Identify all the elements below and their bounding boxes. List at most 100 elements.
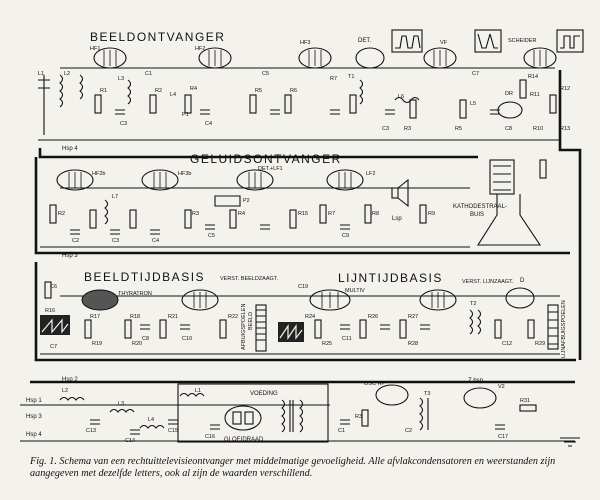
title-beeldtijdbasis: BEELDTIJDBASIS [84, 270, 205, 284]
svg-text:C5: C5 [262, 71, 269, 77]
svg-text:R4: R4 [238, 211, 245, 217]
title-lijntijdbasis: LIJNTIJDBASIS [338, 271, 443, 285]
busbars [20, 67, 575, 442]
tubes-row-2: HF2b HF3b DET.+LF1 LF2 [56, 166, 375, 191]
component-labels-row-4: L2 L1 L3 L4 C13 C14 C15 C16 C1 C2 R3 C17… [62, 388, 530, 444]
oscillator-section: OSC HF Z hsp V2 [340, 378, 580, 447]
label-hf3: HF3 [300, 40, 310, 46]
deflection-coils: AFBUIGSPOELEN BEELD LIJNAFBUIGSPOELEN [241, 300, 567, 358]
svg-text:R7: R7 [330, 76, 337, 82]
svg-text:R25: R25 [322, 341, 332, 347]
svg-text:C10: C10 [182, 336, 192, 342]
label-hf1: HF1 [90, 46, 100, 52]
label-buis: BUIS [470, 212, 484, 218]
svg-text:C13: C13 [86, 428, 96, 434]
bus-label-hsp3: Hsp 3 [62, 253, 78, 259]
svg-text:R9: R9 [428, 211, 435, 217]
tube-multiv [309, 289, 351, 311]
svg-text:C7: C7 [50, 344, 57, 350]
svg-text:C3: C3 [120, 121, 127, 127]
svg-text:C14: C14 [125, 438, 135, 444]
tube-osc-hf [375, 384, 409, 406]
svg-text:R14: R14 [528, 74, 538, 80]
svg-text:C16: C16 [205, 434, 215, 440]
svg-text:R11: R11 [530, 92, 540, 98]
tube-lf2 [326, 169, 364, 191]
svg-text:L1: L1 [195, 388, 201, 394]
components-row-2 [49, 159, 547, 235]
svg-text:T1: T1 [348, 74, 354, 80]
label-d: D [520, 278, 525, 284]
svg-text:R6: R6 [290, 88, 297, 94]
svg-text:DR: DR [505, 91, 513, 97]
label-gloeidraad: GLOEIDRAAD [224, 437, 264, 443]
label-v2: V2 [498, 384, 505, 390]
components-row-3 [44, 281, 535, 339]
bus-label-hsp2: Hsp 2 [62, 377, 78, 383]
tubes-row-1: HF1 HF2 HF3 DET. VF SCHEIDER [90, 38, 557, 69]
svg-text:C2: C2 [405, 428, 412, 434]
svg-text:R22: R22 [228, 314, 238, 320]
svg-text:R20: R20 [132, 341, 142, 347]
cathode-ray-tube: KATHODESTRAAL- BUIS [453, 159, 542, 246]
svg-text:L2: L2 [64, 71, 70, 77]
svg-text:C1: C1 [145, 71, 152, 77]
svg-text:C2: C2 [72, 238, 79, 244]
waveform-scheider-box [556, 29, 584, 53]
label-osc-hf: OSC HF [364, 381, 385, 387]
bus-label-hsp3b: Hsp 3 [26, 414, 42, 420]
sawtooth-lijn-box [278, 322, 304, 342]
svg-text:C5: C5 [208, 233, 215, 239]
tube-thyratron [81, 289, 119, 311]
bus-labels: Hsp 4 Hsp 3 Hsp 2 Hsp 1 Hsp 3 Hsp 4 [26, 146, 78, 438]
svg-text:R28: R28 [408, 341, 418, 347]
tube-det-lf1 [236, 169, 274, 191]
section-frames [30, 70, 582, 384]
waveform-boxes-row-1 [391, 29, 584, 53]
label-beeld: BEELD [248, 312, 254, 330]
svg-text:L5: L5 [470, 101, 476, 107]
figure-caption: Fig. 1. Schema van een rechtuittelevisie… [30, 456, 556, 479]
bus-label-hsp4b: Hsp 4 [26, 432, 42, 438]
svg-text:R5: R5 [455, 126, 462, 132]
svg-text:T3: T3 [424, 391, 430, 397]
loudspeaker: Lsp [391, 178, 409, 222]
tube-hf2b [56, 169, 94, 191]
svg-text:R7: R7 [328, 211, 335, 217]
bus-label-hsp1: Hsp 1 [26, 398, 42, 404]
lijnafbuigspoelen [547, 304, 559, 350]
svg-text:L4: L4 [148, 417, 154, 423]
svg-text:L1: L1 [38, 71, 44, 77]
tube-vf [423, 47, 457, 69]
label-hf3b: HF3b [178, 171, 191, 177]
svg-text:L6: L6 [398, 94, 404, 100]
svg-text:R3: R3 [404, 126, 411, 132]
power-supply: VOEDING GLOEIDRAAD [177, 383, 329, 443]
label-scheider: SCHEIDER [508, 38, 536, 44]
svg-text:R17: R17 [90, 314, 100, 320]
sawtooth-boxes [40, 315, 304, 342]
tube-det [355, 47, 385, 69]
svg-text:R15: R15 [298, 211, 308, 217]
svg-text:C3: C3 [382, 126, 389, 132]
svg-text:R10: R10 [533, 126, 543, 132]
component-labels-row-3: C6 R16 R17 C7 R18 C8 R19 R20 R21 R22 C10… [45, 284, 545, 350]
svg-text:C1: C1 [338, 428, 345, 434]
svg-text:C8: C8 [142, 336, 149, 342]
svg-text:R4: R4 [190, 86, 197, 92]
svg-text:C15: C15 [168, 428, 178, 434]
svg-text:C3: C3 [112, 238, 119, 244]
label-z-hsp: Z hsp [468, 378, 484, 384]
svg-text:C19: C19 [298, 284, 308, 290]
svg-text:C7: C7 [472, 71, 479, 77]
label-thyratron: THYRATRON [118, 291, 152, 297]
components-row-1 [38, 74, 557, 135]
label-verst-lijnzaagt: VERST. LIJNZAAGT. [462, 279, 514, 285]
label-det: DET. [358, 38, 371, 44]
svg-text:R12: R12 [560, 86, 570, 92]
tube-z-hsp [463, 387, 497, 409]
label-lf2: LF2 [366, 171, 375, 177]
filter-chokes [59, 392, 220, 435]
svg-text:R3: R3 [192, 211, 199, 217]
